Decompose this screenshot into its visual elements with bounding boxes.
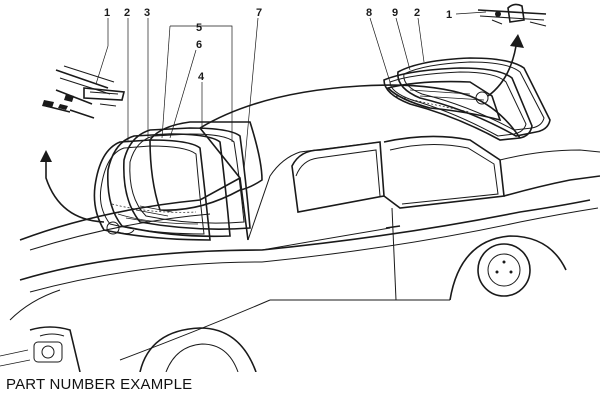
callout-9: 9 bbox=[392, 7, 398, 19]
rear-window-seal-frames-icon bbox=[383, 57, 551, 141]
part-number-caption: PART NUMBER EXAMPLE bbox=[6, 376, 193, 393]
right-arrow-icon bbox=[487, 34, 524, 97]
callout-right-1: 1 bbox=[446, 9, 452, 21]
callout-left-1: 1 bbox=[104, 7, 110, 19]
left-arrow-icon bbox=[40, 150, 105, 223]
car-body-outline-icon bbox=[0, 84, 600, 372]
top-right-clip-icon bbox=[477, 3, 547, 27]
callout-4: 4 bbox=[198, 71, 205, 83]
callout-left-3: 3 bbox=[144, 7, 150, 19]
leader-lines bbox=[95, 11, 487, 171]
windscreen-seal-frames-icon bbox=[93, 121, 263, 241]
car-glass-exploded-diagram: 1 2 3 5 6 4 7 8 9 2 1 bbox=[0, 3, 600, 372]
callout-right-2: 2 bbox=[414, 7, 420, 19]
callout-left-2: 2 bbox=[124, 7, 130, 19]
callout-6: 6 bbox=[196, 39, 202, 51]
callout-7: 7 bbox=[256, 7, 262, 19]
callout-5: 5 bbox=[196, 22, 202, 34]
callout-8: 8 bbox=[366, 7, 372, 19]
clip-parts-icon bbox=[42, 65, 126, 119]
